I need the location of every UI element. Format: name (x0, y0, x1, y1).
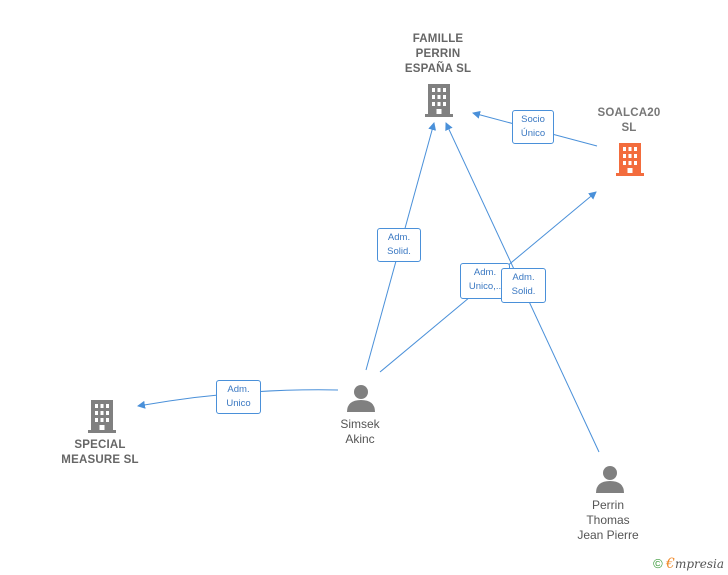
company-name: SPECIAL MEASURE SL (61, 439, 139, 466)
building-icon (425, 84, 453, 117)
person-name: Perrin Thomas Jean Pierre (577, 498, 639, 542)
building-icon-highlighted (616, 143, 644, 176)
brand-logo: €mpresia (666, 556, 724, 572)
edge-label-socio-unico[interactable]: Socio Único (512, 110, 554, 144)
node-special-measure[interactable]: SPECIAL MEASURE SL (40, 438, 160, 468)
node-simsek-akinc[interactable]: Simsek Akinc (320, 417, 400, 447)
person-icon (347, 385, 375, 412)
node-perrin-thomas[interactable]: Perrin Thomas Jean Pierre (560, 498, 656, 543)
edge-label-adm-solid[interactable]: Adm. Solid. (377, 228, 421, 262)
node-famille-perrin[interactable]: FAMILLE PERRIN ESPAÑA SL (378, 32, 498, 77)
empresia-watermark: © €mpresia (653, 556, 724, 572)
person-icon (596, 466, 624, 493)
company-name: SOALCA20 SL (597, 107, 661, 134)
person-name: Simsek Akinc (340, 417, 380, 446)
edge-label-adm-solid[interactable]: Adm. Solid. (501, 268, 546, 303)
node-soalca20[interactable]: SOALCA20 SL (579, 106, 679, 136)
building-icon (88, 400, 116, 433)
company-name: FAMILLE PERRIN ESPAÑA SL (404, 33, 472, 75)
copyright-symbol: © (653, 556, 663, 571)
edge-label-adm-unico[interactable]: Adm. Unico (216, 380, 261, 414)
